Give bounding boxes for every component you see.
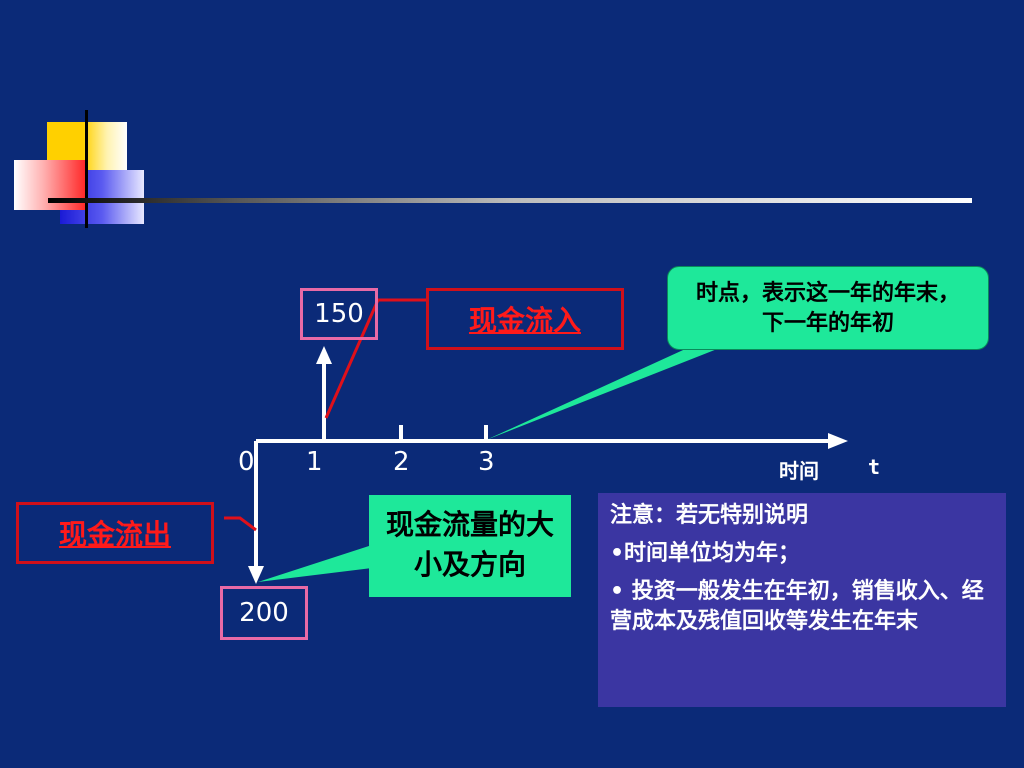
size-direction-callout-pointer	[258, 545, 372, 582]
header-rule	[48, 198, 972, 203]
axis-t-label: t	[868, 455, 881, 479]
note-item-1: •时间单位均为年；	[610, 541, 801, 566]
timepoint-callout-pointer	[486, 340, 740, 440]
note-item-2: • 投资一般发生在年初，销售收入、经营成本及残值回收等发生在年末	[610, 579, 984, 634]
axis-time-label: 时间	[779, 459, 819, 483]
inflow-leader-line	[324, 298, 426, 419]
time-axis-arrow	[828, 433, 848, 449]
inflow-arrow-head	[316, 346, 332, 364]
tick-label-3: 3	[478, 447, 495, 477]
outflow-leader-line	[224, 516, 257, 532]
timepoint-callout: 时点，表示这一年的年末，下一年的年初	[667, 266, 989, 350]
cash-outflow-label: 现金流出	[16, 502, 214, 564]
note-box: 注意：若无特别说明 •时间单位均为年； • 投资一般发生在年初，销售收入、经营成…	[598, 493, 1006, 707]
tick-label-2: 2	[393, 447, 410, 477]
cash-inflow-label: 现金流入	[426, 288, 624, 350]
size-direction-callout: 现金流量的大小及方向	[369, 495, 571, 597]
note-title: 注意：若无特别说明	[610, 503, 809, 528]
outflow-value-box: 200	[220, 586, 308, 640]
tick-label-1: 1	[306, 447, 323, 477]
deco-vertical-line	[85, 110, 88, 228]
inflow-value-box: 150	[300, 288, 378, 340]
tick-label-0: 0	[238, 447, 255, 477]
outflow-arrow-head	[248, 566, 264, 584]
